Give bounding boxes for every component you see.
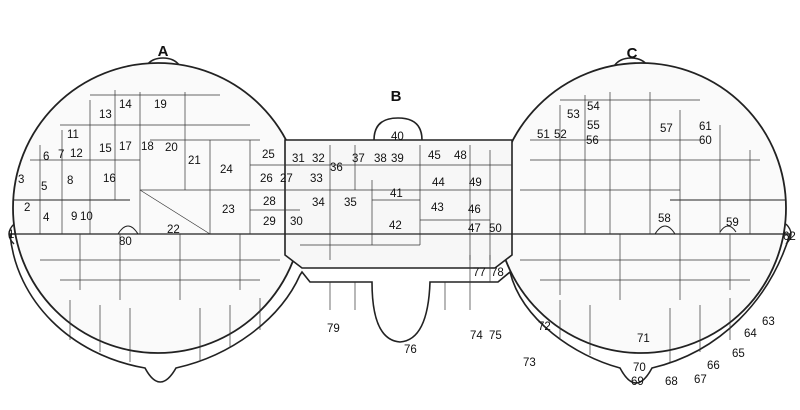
room-number: 67	[694, 374, 707, 386]
room-number: 47	[468, 223, 481, 235]
room-number: 56	[586, 135, 599, 147]
central-block-b	[284, 139, 513, 269]
niches	[117, 225, 737, 235]
room-number: 41	[390, 188, 403, 200]
floor-circle-c	[495, 62, 787, 354]
room-number: 69	[631, 376, 644, 388]
room-number: 29	[263, 216, 276, 228]
section-label-c: C	[627, 45, 638, 62]
room-number: 18	[141, 141, 154, 153]
room-number: 76	[404, 344, 417, 356]
room-number: 65	[732, 348, 745, 360]
section-labels: A B C	[158, 43, 638, 105]
room-number: 53	[567, 109, 580, 121]
room-number: 16	[103, 173, 116, 185]
room-number: 49	[469, 177, 482, 189]
room-number: 39	[391, 153, 404, 165]
room-number: 25	[262, 149, 275, 161]
room-number: 28	[263, 196, 276, 208]
section-label-b: B	[391, 88, 402, 105]
room-number: 42	[389, 220, 402, 232]
room-number: 46	[468, 204, 481, 216]
room-number: 14	[119, 99, 132, 111]
room-number: 78	[491, 267, 504, 279]
room-number: 80	[119, 236, 132, 248]
room-number: 23	[222, 204, 235, 216]
room-number: 3	[18, 174, 24, 186]
room-number: 57	[660, 123, 673, 135]
room-number: 79	[327, 323, 340, 335]
room-number: 64	[744, 328, 757, 340]
room-number: 66	[707, 360, 720, 372]
room-number: 31	[292, 153, 305, 165]
interior-walls	[14, 90, 786, 362]
room-number: 24	[220, 164, 233, 176]
room-number: 7	[58, 149, 64, 161]
room-number: 61	[699, 121, 712, 133]
room-number: 48	[454, 150, 467, 162]
room-number: 8	[67, 175, 73, 187]
room-number: 74	[470, 330, 483, 342]
lower-facade	[9, 233, 792, 384]
building-outline	[8, 57, 792, 384]
room-number: 34	[312, 197, 325, 209]
room-number: 35	[344, 197, 357, 209]
room-number: 19	[154, 99, 167, 111]
room-number: 26	[260, 173, 273, 185]
room-number: 11	[67, 129, 79, 141]
dome-cap-b	[373, 117, 423, 141]
room-number: 32	[312, 153, 325, 165]
room-number: 63	[762, 316, 775, 328]
room-number: 59	[726, 217, 739, 229]
section-label-a: A	[158, 43, 169, 60]
room-number: 43	[431, 202, 444, 214]
room-number: 5	[41, 181, 47, 193]
room-number: 73	[523, 357, 536, 369]
room-number: 15	[99, 143, 112, 155]
end-knob-left	[8, 223, 15, 245]
room-number: 17	[119, 141, 132, 153]
room-number: 55	[587, 120, 600, 132]
room-number: 36	[330, 162, 343, 174]
room-number: 2	[24, 202, 30, 214]
room-number: 68	[665, 376, 678, 388]
room-number: 13	[99, 109, 112, 121]
room-number: 37	[352, 153, 365, 165]
room-number-labels: 1 2 3 4 5 6 7 8 9 10 11 12 13 14 15 16 1…	[8, 99, 796, 388]
room-number: 12	[70, 148, 83, 160]
room-number: 6	[43, 151, 49, 163]
room-number: 40	[391, 131, 404, 143]
room-number: 21	[188, 155, 201, 167]
room-number: 10	[80, 211, 93, 223]
room-number: 52	[554, 129, 567, 141]
room-number: 9	[71, 211, 77, 223]
room-number: 60	[699, 135, 712, 147]
room-number: 51	[537, 129, 550, 141]
room-number: 38	[374, 153, 387, 165]
room-number: 50	[489, 223, 502, 235]
room-number: 54	[587, 101, 600, 113]
room-number: 62	[783, 231, 796, 243]
room-number: 72	[538, 321, 551, 333]
room-number: 77	[473, 267, 486, 279]
room-number: 45	[428, 150, 441, 162]
room-number: 27	[280, 173, 293, 185]
room-number: 30	[290, 216, 303, 228]
room-number: 71	[637, 333, 650, 345]
room-number: 22	[167, 224, 180, 236]
room-number: 20	[165, 142, 178, 154]
room-number: 44	[432, 177, 445, 189]
room-number: 75	[489, 330, 502, 342]
room-number: 1	[8, 229, 14, 241]
room-number: 58	[658, 213, 671, 225]
end-knob-right	[785, 223, 792, 245]
room-number: 70	[633, 362, 646, 374]
room-number: 33	[310, 173, 323, 185]
room-number: 4	[43, 212, 50, 224]
